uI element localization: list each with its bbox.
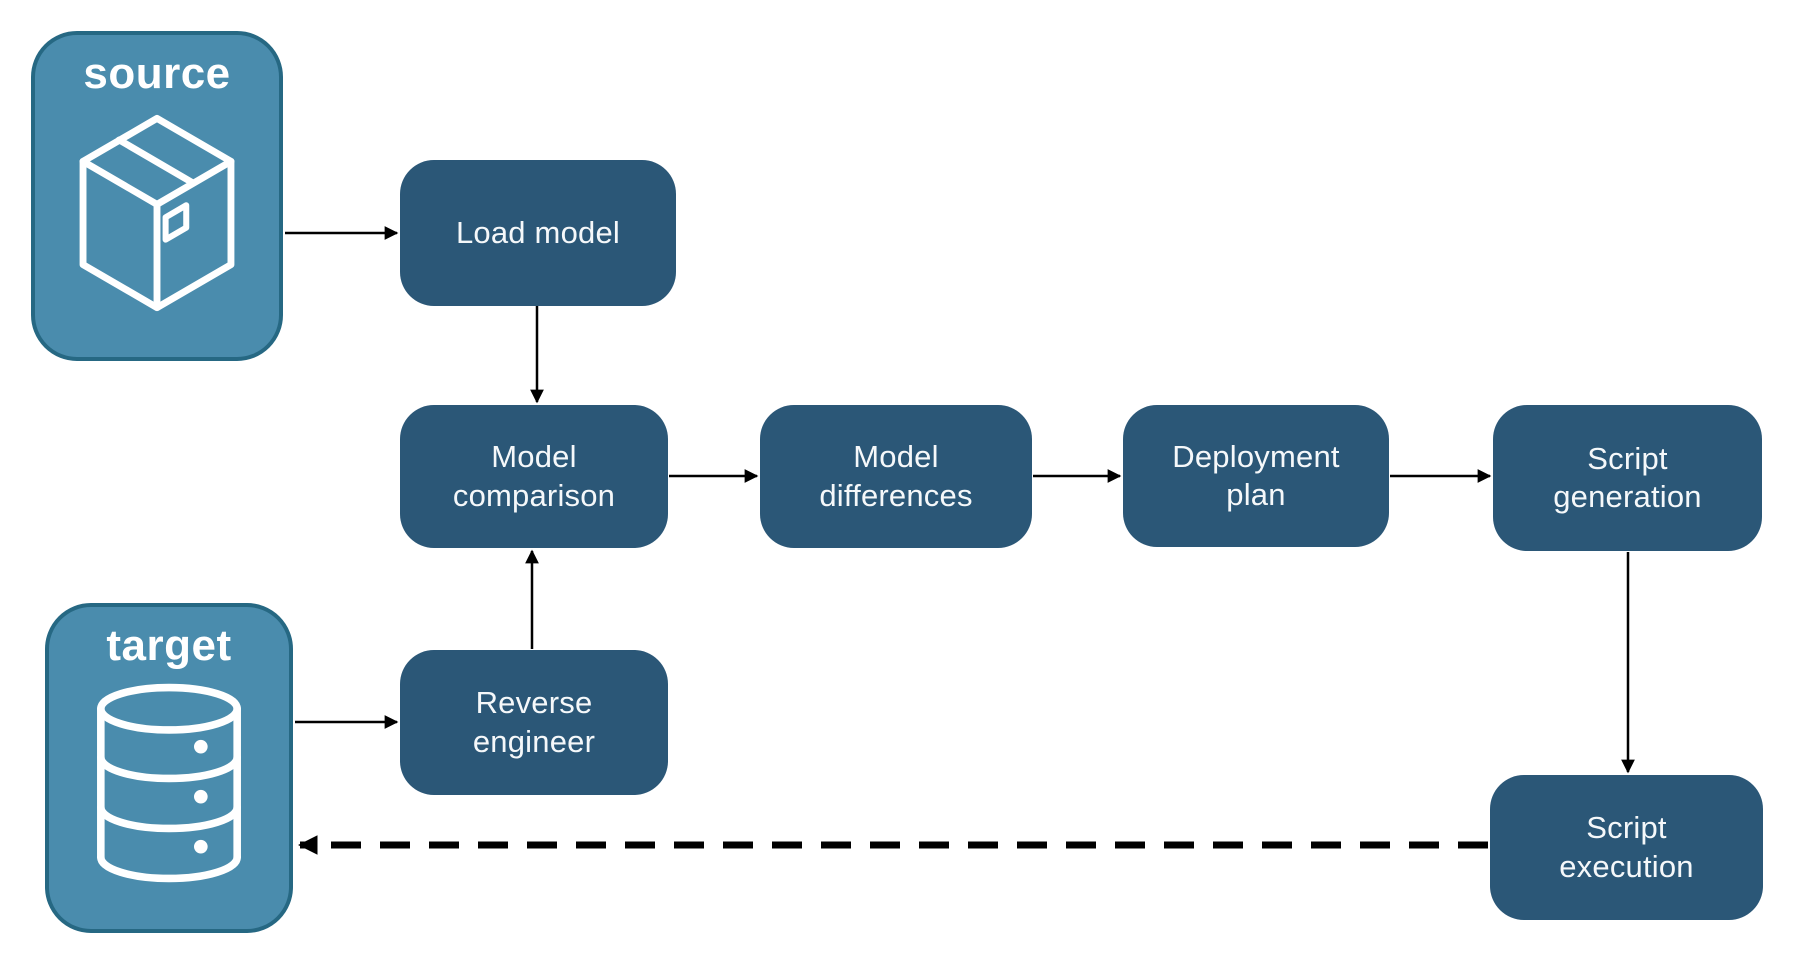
node-script-generation: Script generation (1493, 405, 1762, 551)
node-model-comparison-label: Model comparison (452, 439, 616, 513)
endpoint-source-label: source (83, 49, 231, 98)
node-script-execution: Script execution (1490, 775, 1763, 920)
node-deployment-plan: Deployment plan (1123, 405, 1389, 547)
node-load-model-label: Load model (455, 214, 620, 250)
node-model-comparison: Model comparison (400, 405, 668, 548)
endpoint-source: source (31, 31, 283, 361)
node-reverse-engineer: Reverse engineer (400, 650, 668, 795)
node-script-execution-label: Script execution (1559, 810, 1694, 884)
endpoint-target: target (45, 603, 293, 933)
database-icon (97, 683, 241, 883)
node-reverse-engineer-label: Reverse engineer (472, 685, 596, 759)
node-load-model: Load model (400, 160, 676, 306)
node-script-generation-label: Script generation (1553, 440, 1702, 514)
endpoint-target-label: target (106, 621, 232, 670)
node-model-differences-label: Model differences (819, 439, 973, 513)
node-deployment-plan-label: Deployment plan (1172, 438, 1340, 512)
package-icon (79, 114, 235, 312)
node-model-differences: Model differences (760, 405, 1032, 548)
